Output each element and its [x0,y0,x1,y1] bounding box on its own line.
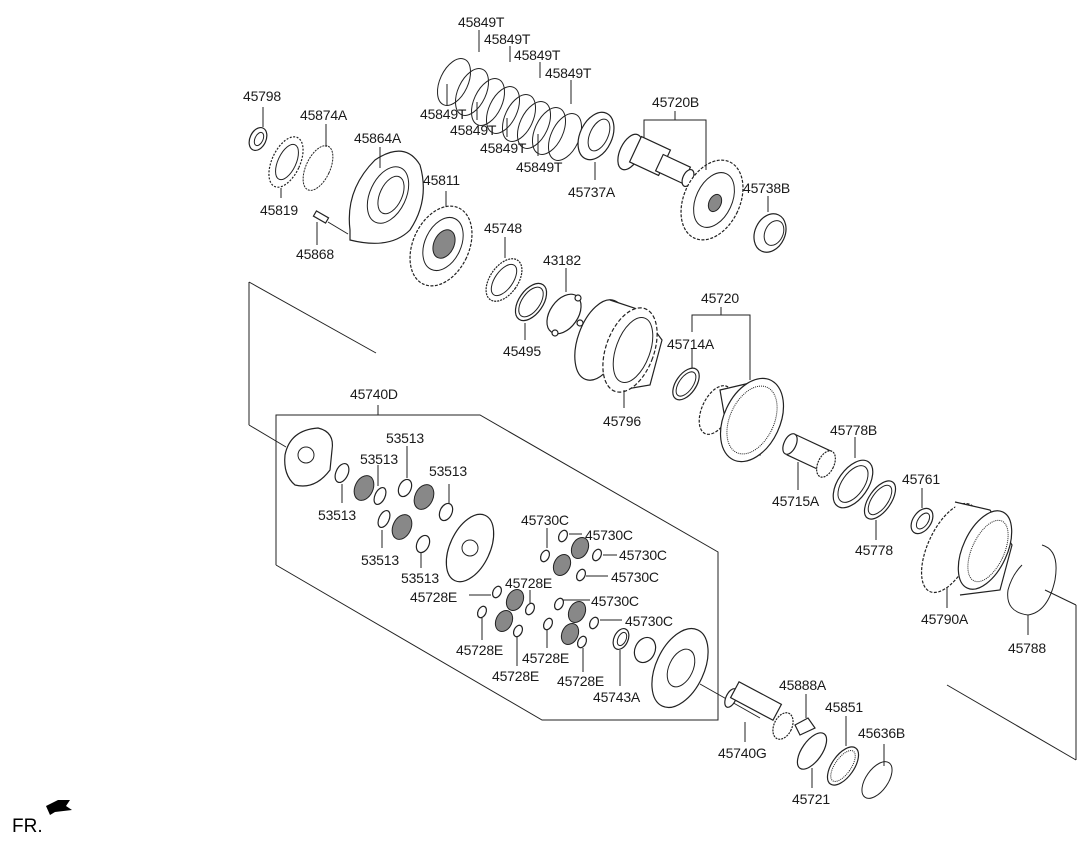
part-label[interactable]: 45868 [296,246,334,262]
part-label[interactable]: 45728E [456,642,504,658]
front-arrow-icon [46,800,72,815]
ring-45874A [302,124,334,191]
bearing-45819 [268,136,304,198]
carrier-45720 [691,307,785,463]
part-label[interactable]: 45728E [505,575,553,591]
part-label[interactable]: 53513 [401,570,439,586]
part-label[interactable]: 45740G [718,745,767,761]
gear-45811 [409,191,473,287]
part-label[interactable]: 53513 [361,552,399,568]
part-label[interactable]: 45721 [792,791,830,807]
part-label[interactable]: 45874A [300,107,348,123]
part-label[interactable]: 45778B [830,422,878,438]
bearing-45748 [485,237,523,302]
part-label[interactable]: 45728E [522,650,570,666]
plate-43182 [546,268,584,337]
part-label[interactable]: 45811 [423,172,460,188]
part-label[interactable]: 45849T [545,65,592,81]
housing-45864A [348,147,424,244]
part-label[interactable]: 45849T [420,106,467,122]
carrier-plate-center [445,513,495,583]
part-label[interactable]: 45851 [825,699,863,715]
ring-45636B [861,744,893,799]
part-label[interactable]: 45730C [591,593,639,609]
part-label[interactable]: 45730C [611,569,659,585]
bearing-45851 [826,716,860,786]
washer-45778 [863,480,897,540]
part-label[interactable]: 45849T [458,14,505,30]
assembly-label[interactable]: 45740D [350,386,398,402]
drum-45796 [574,299,663,408]
part-label[interactable]: 43182 [543,252,581,268]
part-label[interactable]: 45730C [585,527,633,543]
part-label[interactable]: 53513 [429,463,467,479]
part-label[interactable]: 45788 [1008,640,1046,656]
part-label[interactable]: 45888A [779,677,827,693]
washer-45721 [796,732,828,788]
part-label[interactable]: 45849T [450,122,497,138]
planet-gears-53513 [334,462,454,554]
seal-45743A [612,628,657,686]
part-label[interactable]: 45730C [619,547,667,563]
part-label[interactable]: 45864A [354,130,402,146]
part-label[interactable]: 45495 [503,343,541,359]
ring-45714A [672,348,700,401]
assembly-boundary-45740D [275,405,719,721]
part-label[interactable]: 45796 [603,413,641,429]
part-label[interactable]: 45730C [625,613,673,629]
front-direction-label: FR. [12,816,43,837]
part-label[interactable]: 45715A [772,493,820,509]
seal-45761 [910,488,934,535]
part-label[interactable]: 53513 [318,507,356,523]
drum-45790A [920,501,1013,608]
shaft-45715A [782,433,836,490]
part-label[interactable]: 45819 [260,202,298,218]
part-label[interactable]: 53513 [360,451,398,467]
seal-45798 [248,107,268,151]
part-label[interactable]: 45636B [858,725,906,741]
bearing-45737A [577,111,615,180]
gear-shaft-45720B [617,111,744,241]
part-label[interactable]: 45720 [701,290,739,306]
carrier-plate-right [651,628,709,708]
carrier-plate-left [284,427,334,487]
snap-ring-45788 [1007,544,1057,635]
part-label[interactable]: 45849T [480,140,527,156]
part-label[interactable]: 45849T [514,47,561,63]
pinion-gears-45728E [476,585,536,638]
bolt-45868 [312,210,349,245]
part-label[interactable]: 45849T [516,159,563,175]
part-label[interactable]: 45728E [492,668,540,684]
pinion-gears-45730C [539,529,603,649]
plate-45778B [832,437,874,509]
part-label[interactable]: 53513 [386,430,424,446]
part-label[interactable]: 45730C [521,512,569,528]
clip-45888A [794,694,816,736]
part-label[interactable]: 45849T [484,31,531,47]
part-label[interactable]: 45778 [855,542,893,558]
part-label[interactable]: 45728E [410,589,458,605]
part-label[interactable]: 45743A [593,689,641,705]
part-label[interactable]: 45748 [484,220,522,236]
part-label[interactable]: 45761 [902,471,940,487]
part-label[interactable]: 45790A [921,611,969,627]
part-label[interactable]: 45737A [568,184,616,200]
part-label[interactable]: 45798 [243,88,281,104]
bearing-45738B [753,196,787,253]
shaft-45740G [724,680,794,742]
part-label[interactable]: 45728E [557,673,605,689]
washer-45495 [514,282,548,340]
part-label[interactable]: 45720B [652,94,700,110]
part-label[interactable]: 45714A [667,336,715,352]
part-label[interactable]: 45738B [743,180,791,196]
